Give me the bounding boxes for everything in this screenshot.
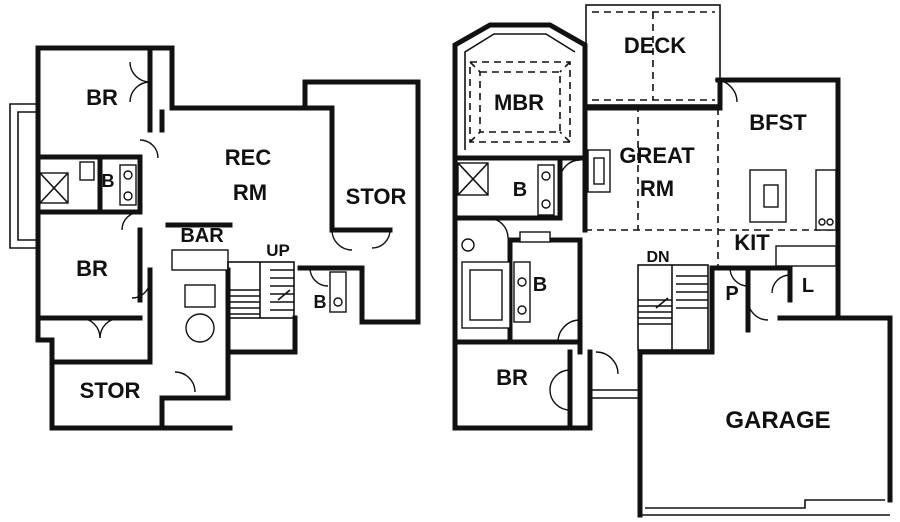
lower-bath-label: B <box>102 171 115 191</box>
main-level-plan <box>452 4 893 518</box>
great-rm-label-line2: RM <box>640 176 674 201</box>
water-heater <box>185 313 215 343</box>
lower-bay-window <box>9 103 38 249</box>
mbr-bay-wall <box>452 22 588 161</box>
stairs-up-label: UP <box>266 241 290 260</box>
lower-stairs <box>227 261 295 319</box>
main-stairs <box>637 264 709 351</box>
lower-outer-wall-stor-right <box>302 79 421 325</box>
main-outer-wall-top <box>582 77 723 111</box>
great-rm-label-line1: GREAT <box>619 143 695 168</box>
bfst-label: BFST <box>749 110 807 135</box>
main-bath-lower-label: B <box>533 274 547 296</box>
lower-bath2-label: B <box>314 292 327 312</box>
rec-rm-label-line2: RM <box>233 180 267 205</box>
main-br-label: BR <box>496 365 528 390</box>
rec-rm-label-line1: REC <box>225 145 272 170</box>
laundry-label: L <box>802 275 814 297</box>
bar-label: BAR <box>180 225 224 247</box>
main-outer-wall-right <box>715 77 841 321</box>
lower-br-bottom-label: BR <box>76 256 108 281</box>
kit-label: KIT <box>734 230 770 255</box>
lower-level-plan <box>9 45 421 431</box>
mbr-tray-ceiling-outer <box>469 61 571 143</box>
garage-label: GARAGE <box>725 407 830 434</box>
main-bath-upper-label: B <box>513 179 527 201</box>
pantry-label: P <box>725 283 738 305</box>
kitchen-counter-right <box>815 169 837 231</box>
lower-outer-wall-bottom <box>159 315 298 431</box>
washer <box>184 284 216 308</box>
bar-counter <box>171 249 229 271</box>
kitchen-counter-lower <box>775 245 837 267</box>
lower-stor-right-label: STOR <box>346 184 407 209</box>
deck-label: DECK <box>624 33 686 58</box>
stairs-down-label: DN <box>646 249 669 266</box>
garage-wall-right <box>835 315 893 503</box>
lower-outer-wall-top-left <box>35 45 335 233</box>
mbr-label: MBR <box>494 90 544 115</box>
lower-br-top-label: BR <box>86 85 118 110</box>
lower-outer-wall-left <box>35 45 233 431</box>
lower-stor-bottom-label: STOR <box>80 378 141 403</box>
